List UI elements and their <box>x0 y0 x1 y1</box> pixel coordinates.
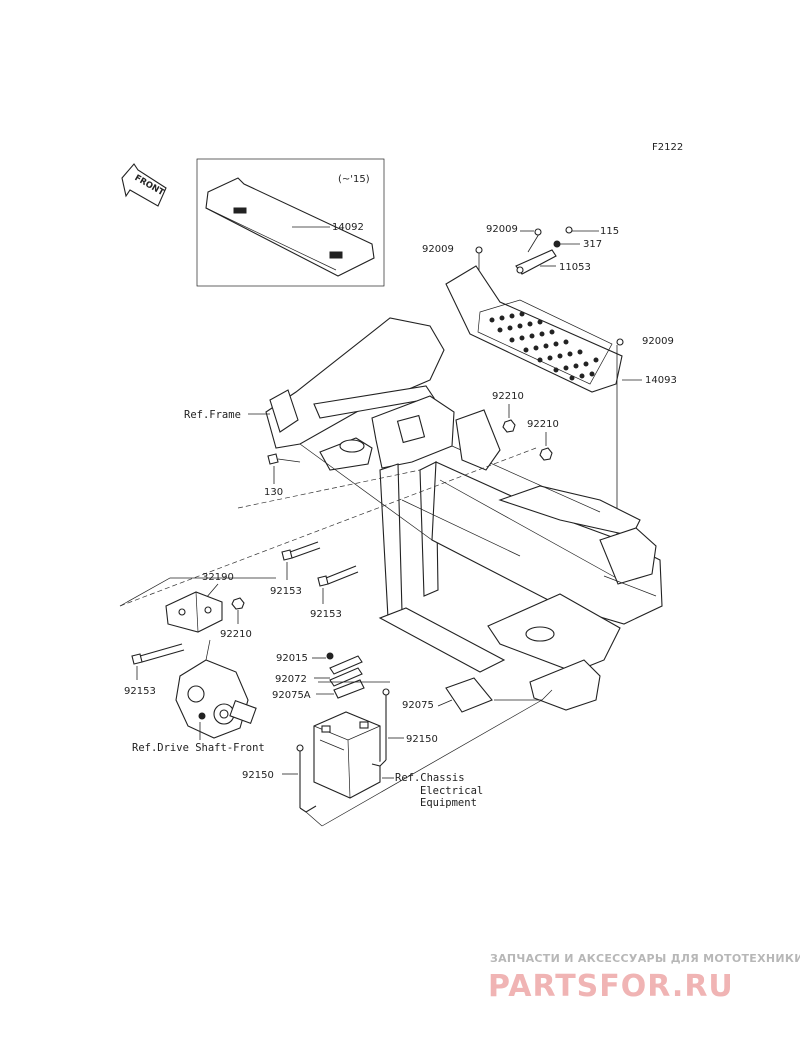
callout-bracket <box>494 689 553 701</box>
nut-icon <box>231 597 245 610</box>
nut-icon <box>502 419 516 433</box>
label-92210-b: 92210 <box>527 419 559 430</box>
ref-drive-shaft: Ref.Drive Shaft-Front <box>132 742 265 754</box>
long-bolt-icon <box>131 643 185 665</box>
skid-plate-14092 <box>205 177 375 277</box>
label-92009-b: 92009 <box>486 224 518 235</box>
label-92210-a: 92210 <box>492 391 524 402</box>
screw-icon <box>616 338 624 346</box>
label-14092: 14092 <box>332 222 364 233</box>
front-arrow-icon: FRONT <box>121 163 167 207</box>
bolt-icon <box>565 226 573 234</box>
j-bolt-icon <box>296 744 317 813</box>
figure-code: F2122 <box>652 142 683 153</box>
battery <box>313 711 381 799</box>
label-130: 130 <box>264 487 283 498</box>
label-92153-a: 92153 <box>270 586 302 597</box>
inset-note: (~'15) <box>338 174 370 185</box>
screw-icon <box>534 228 542 236</box>
callout-bracket <box>321 699 543 827</box>
label-317: 317 <box>583 239 602 250</box>
label-92072: 92072 <box>275 674 307 685</box>
bracket-11053 <box>515 249 557 275</box>
watermark-logo: PARTSFOR.RU <box>488 969 734 1004</box>
label-92075A: 92075A <box>272 690 311 701</box>
ref-chassis-3: Equipment <box>420 797 477 809</box>
watermark-tagline: ЗАПЧАСТИ И АКСЕССУАРЫ ДЛЯ МОТОТЕХНИКИ <box>490 952 800 965</box>
ref-chassis-1: Ref.Chassis <box>395 772 465 784</box>
long-bolt-icon <box>317 565 359 587</box>
label-92153-c: 92153 <box>124 686 156 697</box>
bolt-icon <box>267 453 301 465</box>
label-92153-b: 92153 <box>310 609 342 620</box>
j-bolt-icon <box>371 688 390 767</box>
callout-bracket <box>119 577 276 607</box>
label-92075: 92075 <box>402 700 434 711</box>
label-92150-b: 92150 <box>242 770 274 781</box>
nut-icon <box>326 652 334 660</box>
vehicle-frame <box>265 317 663 711</box>
guide-line <box>119 447 537 607</box>
nut-icon <box>553 240 561 248</box>
guide-line <box>237 469 421 509</box>
floor-panel-14093 <box>445 265 623 393</box>
mount-bracket-32190 <box>165 591 223 633</box>
label-92009-a: 92009 <box>422 244 454 255</box>
label-92150-a: 92150 <box>406 734 438 745</box>
inset-box: (~'15) 14092 <box>196 158 385 287</box>
callout-bracket <box>305 811 323 827</box>
label-32190: 32190 <box>202 572 234 583</box>
nut-icon <box>539 447 553 461</box>
ref-chassis-2: Electrical <box>420 785 483 797</box>
label-14093: 14093 <box>645 375 677 386</box>
pad-92075 <box>445 677 493 713</box>
label-115: 115 <box>600 226 619 237</box>
label-92015: 92015 <box>276 653 308 664</box>
ref-frame: Ref.Frame <box>184 409 241 421</box>
long-bolt-icon <box>281 541 321 561</box>
pad-92075a <box>333 679 365 699</box>
front-differential <box>175 639 257 739</box>
battery-strap-92072 <box>329 655 363 687</box>
label-92210-c: 92210 <box>220 629 252 640</box>
label-11053: 11053 <box>559 262 591 273</box>
label-92009-c: 92009 <box>642 336 674 347</box>
